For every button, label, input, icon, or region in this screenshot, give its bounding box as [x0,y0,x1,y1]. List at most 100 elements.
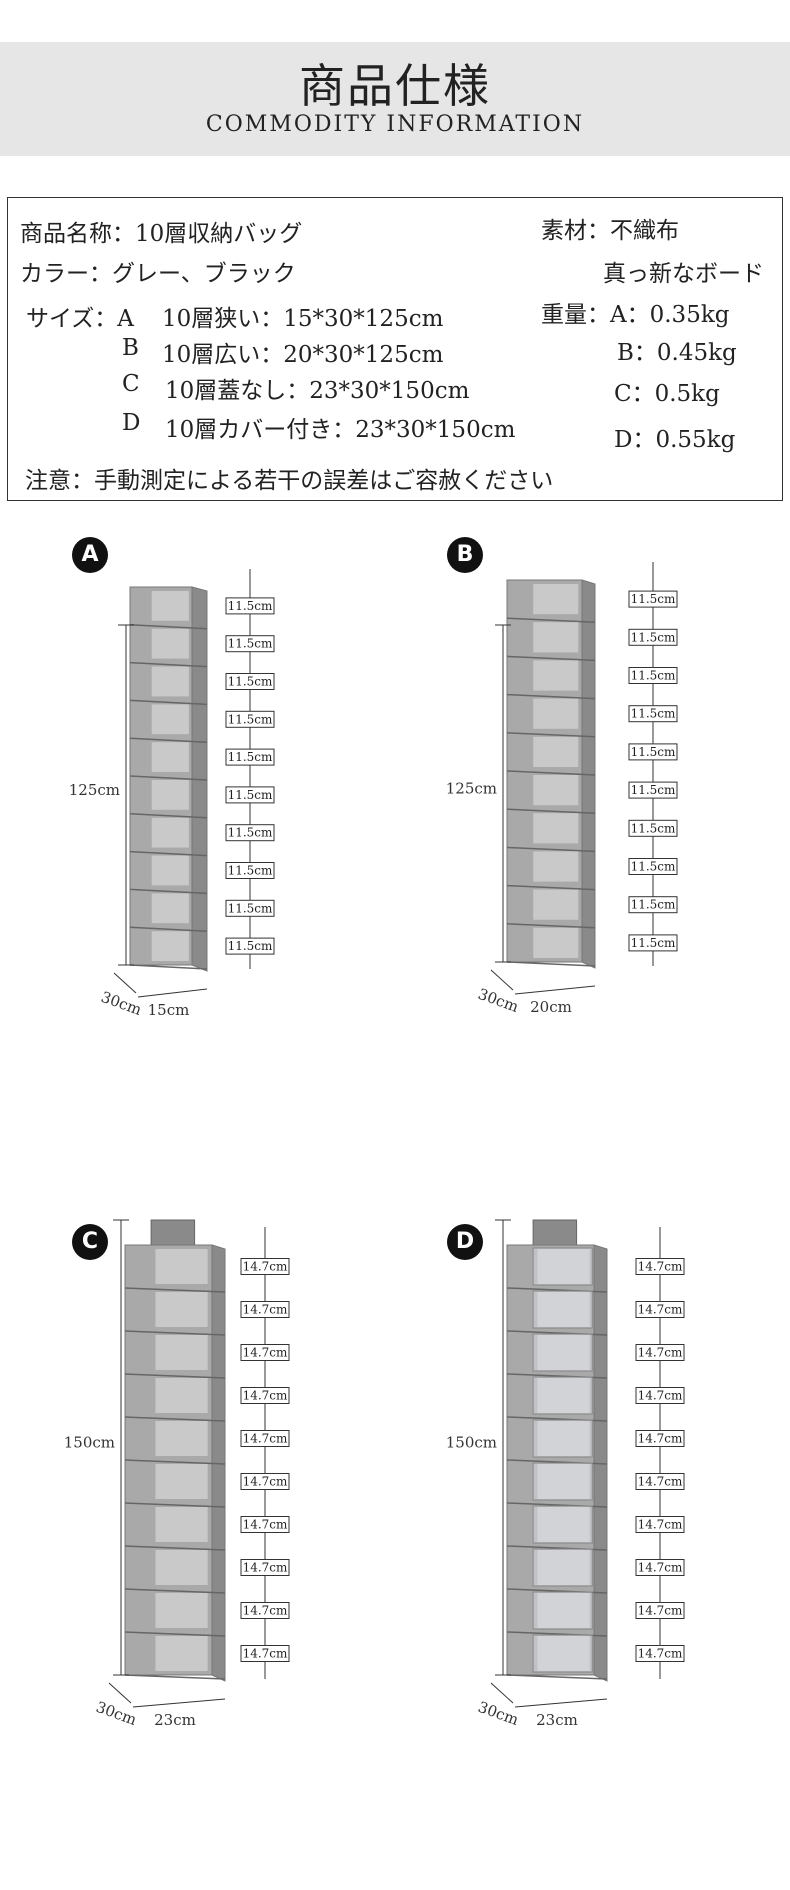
width-dimension-line [514,985,596,995]
shelf-height-box [635,1559,685,1576]
shelf-height-box [225,748,275,766]
shelf-height-box [225,937,275,955]
height-label: 125cm [69,781,120,799]
shelf-compartment [533,698,579,729]
spec-weight-c: C：0.5kg [614,381,720,407]
shelf-height-label: 11.5cm [228,864,273,878]
shelf-height-box [225,597,275,615]
shelf-height-box [628,590,678,608]
spec-size-c: 10層蓋なし：23*30*150cm [165,378,470,404]
shelf-height-label: 11.5cm [228,750,273,764]
shelf-height-label: 14.7cm [638,1389,683,1403]
depth-label: 30cm [99,988,144,1019]
width-label: 23cm [536,1711,578,1729]
shelf-compartment [537,1464,590,1499]
shelf-height-label: 14.7cm [243,1260,288,1274]
shelf-height-label: 14.7cm [638,1432,683,1446]
width-label: 20cm [530,998,572,1016]
shelf-divider [124,1502,226,1508]
shelf-compartment [533,813,579,844]
shelf-compartment [151,855,189,886]
shelf-compartment [533,775,579,806]
shelf-divider [506,1674,608,1680]
shelf-height-box [635,1602,685,1619]
height-label: 150cm [64,1434,115,1452]
shelf-compartment [537,1292,590,1327]
shelf-height-label: 11.5cm [228,599,273,613]
shelf-cover [532,1290,593,1329]
shelf-cover [532,1505,593,1544]
diagram-c: 150cm14.7cm14.7cm14.7cm14.7cm14.7cm14.7c… [64,1219,290,1729]
shelf-cover [532,1548,593,1587]
shelf-height-label: 11.5cm [228,637,273,651]
shelf-compartment [155,1292,208,1327]
diagram-d: 150cm14.7cm14.7cm14.7cm14.7cm14.7cm14.7c… [446,1219,685,1729]
shelf-height-label: 11.5cm [631,592,676,606]
shelf-height-label: 11.5cm [631,745,676,759]
width-dimension-line [132,1698,226,1708]
shelf-divider [506,693,596,700]
spec-note: 注意：手動測定による若干の誤差はご容赦ください [25,468,554,494]
shelf-height-label: 11.5cm [631,898,676,912]
width-label: 15cm [148,1001,190,1019]
shelf-height-label: 14.7cm [638,1346,683,1360]
shelf-height-box [635,1258,685,1275]
shelf-divider [129,775,208,781]
shelf-compartment [537,1550,590,1585]
shelf-divider [124,1416,226,1422]
spec-color: カラー：グレー、ブラック [20,261,296,287]
shelf-height-label: 14.7cm [243,1561,288,1575]
shelf-height-box [628,934,678,952]
shelf-height-label: 11.5cm [631,630,676,644]
shelf-height-label: 11.5cm [228,826,273,840]
shelf-divider [506,732,596,738]
height-label: 125cm [446,780,497,798]
shelf-height-box [240,1602,290,1619]
shelf-compartment [537,1421,590,1456]
shelf-divider [506,961,596,967]
shelf-height-box [240,1258,290,1275]
shelf-height-label: 14.7cm [638,1604,683,1618]
shelf-compartment [155,1421,208,1456]
shelf-compartment [151,742,189,772]
depth-dimension-line [490,969,514,991]
shelf-height-label: 11.5cm [631,669,676,683]
shelf-height-box [240,1559,290,1576]
shelf-height-label: 14.7cm [243,1389,288,1403]
shelf-compartment [155,1636,208,1671]
shelf-divider [506,808,596,814]
shelf-divider [129,624,208,630]
shelf-divider [129,964,208,970]
shelf-height-label: 14.7cm [638,1260,683,1274]
page-subtitle: COMMODITY INFORMATION [205,112,585,137]
shelf-cover [532,1462,593,1501]
shelf-height-box [635,1645,685,1662]
shelf-cover [532,1376,593,1415]
depth-label: 30cm [476,985,521,1016]
shelf-height-box [635,1344,685,1361]
shelf-height-box [225,899,275,917]
shelf-height-box [628,819,678,837]
spec-size-d: 10層カバー付き：23*30*150cm [165,417,516,443]
shelf-compartment [151,591,189,621]
spec-weight-b: B：0.45kg [617,340,737,366]
shelf-compartment [155,1378,208,1413]
shelf-compartment [155,1464,208,1499]
depth-dimension-line [108,1682,132,1704]
shelf-height-box [628,858,678,875]
shelf-compartment [155,1249,208,1284]
shelf-height-box [628,667,678,684]
shelf-height-box [225,862,275,879]
page-title: 商品仕様 [299,59,491,113]
spec-size-a: 10層狭い：15*30*125cm [162,306,444,332]
shelf-height-box [240,1645,290,1662]
shelf-divider [506,617,596,623]
shelf-height-label: 14.7cm [638,1475,683,1489]
spec-name: 商品名称：10層収納バッグ [20,221,303,247]
shelf-compartment [151,817,189,848]
shelf-divider [124,1287,226,1293]
shelf-divider [129,926,208,932]
